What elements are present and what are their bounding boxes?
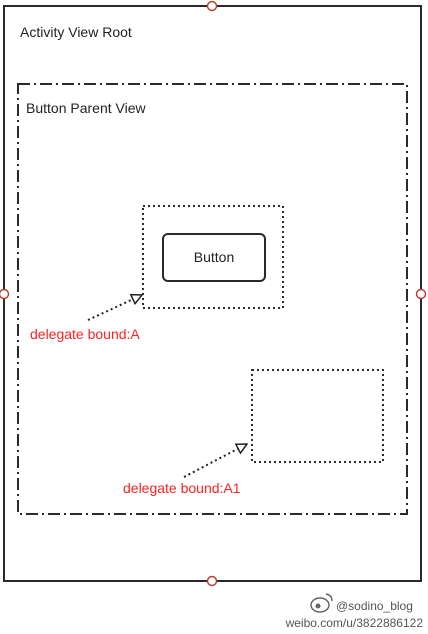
resize-handle-top[interactable]	[206, 0, 218, 12]
delegate-a-arrow	[87, 295, 142, 321]
button-parent-view-frame	[17, 83, 408, 515]
watermark-url: weibo.com/u/3822886122	[285, 616, 424, 630]
delegate-bound-a1-frame	[251, 369, 384, 463]
button-shape[interactable]	[162, 233, 266, 282]
watermark-handle: @sodino_blog	[336, 599, 413, 613]
activity-view-root-label: Activity View Root	[20, 24, 132, 40]
delegate-bound-a1-label: delegate bound:A1	[123, 480, 241, 496]
delegate-bound-a-frame	[142, 205, 284, 309]
resize-handle-bottom[interactable]	[206, 575, 218, 587]
button-parent-view-label: Button Parent View	[26, 100, 146, 116]
delegate-a1-arrow	[183, 443, 247, 478]
resize-handle-left[interactable]	[0, 288, 10, 300]
weibo-logo	[310, 593, 333, 613]
delegate-bound-a-label: delegate bound:A	[30, 326, 140, 342]
button[interactable]: Button	[162, 233, 266, 282]
button-label[interactable]: Button	[194, 249, 234, 265]
resize-handle-right[interactable]	[415, 288, 427, 300]
